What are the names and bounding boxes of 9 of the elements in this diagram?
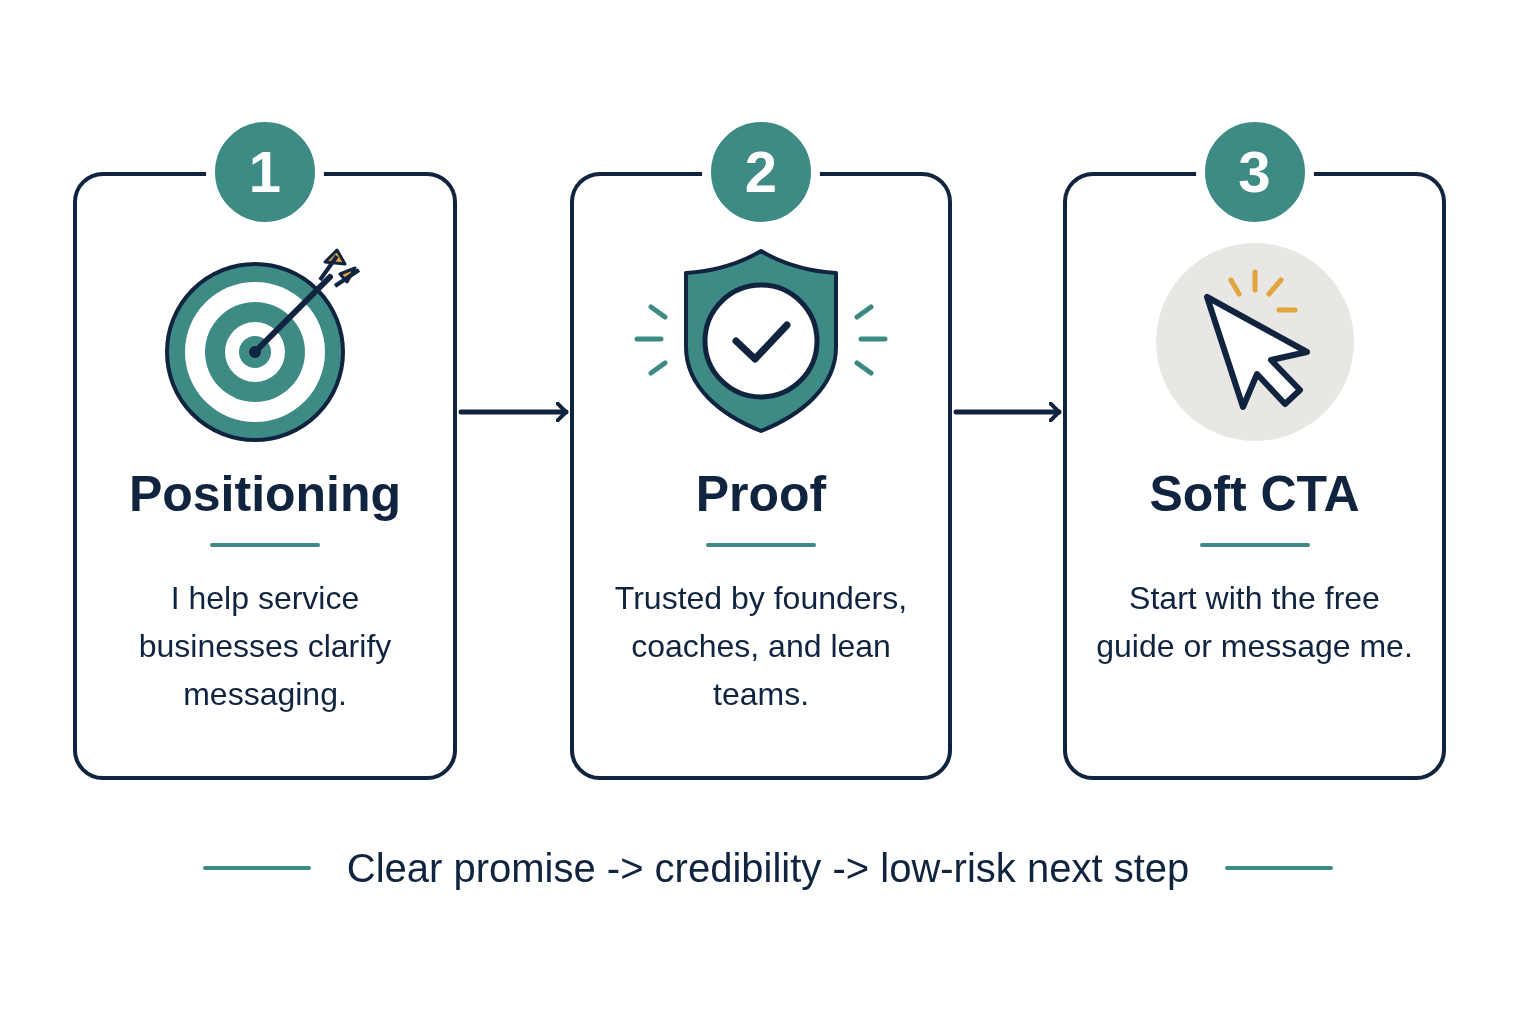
card-title: Positioning bbox=[127, 465, 403, 524]
card-title: Proof bbox=[694, 465, 828, 524]
summary-text: Clear promise -> credibility -> low-risk next step bbox=[346, 845, 1190, 892]
card-description: Start with the free guide or message me. bbox=[1095, 579, 1414, 666]
card-description: I help service businesses clarify messaging. bbox=[137, 579, 393, 714]
arrow bbox=[458, 401, 569, 423]
arrow bbox=[953, 401, 1062, 423]
card-title: Soft CTA bbox=[1148, 465, 1361, 524]
card-description: Trusted by founders, coaches, and lean teams. bbox=[613, 579, 909, 714]
